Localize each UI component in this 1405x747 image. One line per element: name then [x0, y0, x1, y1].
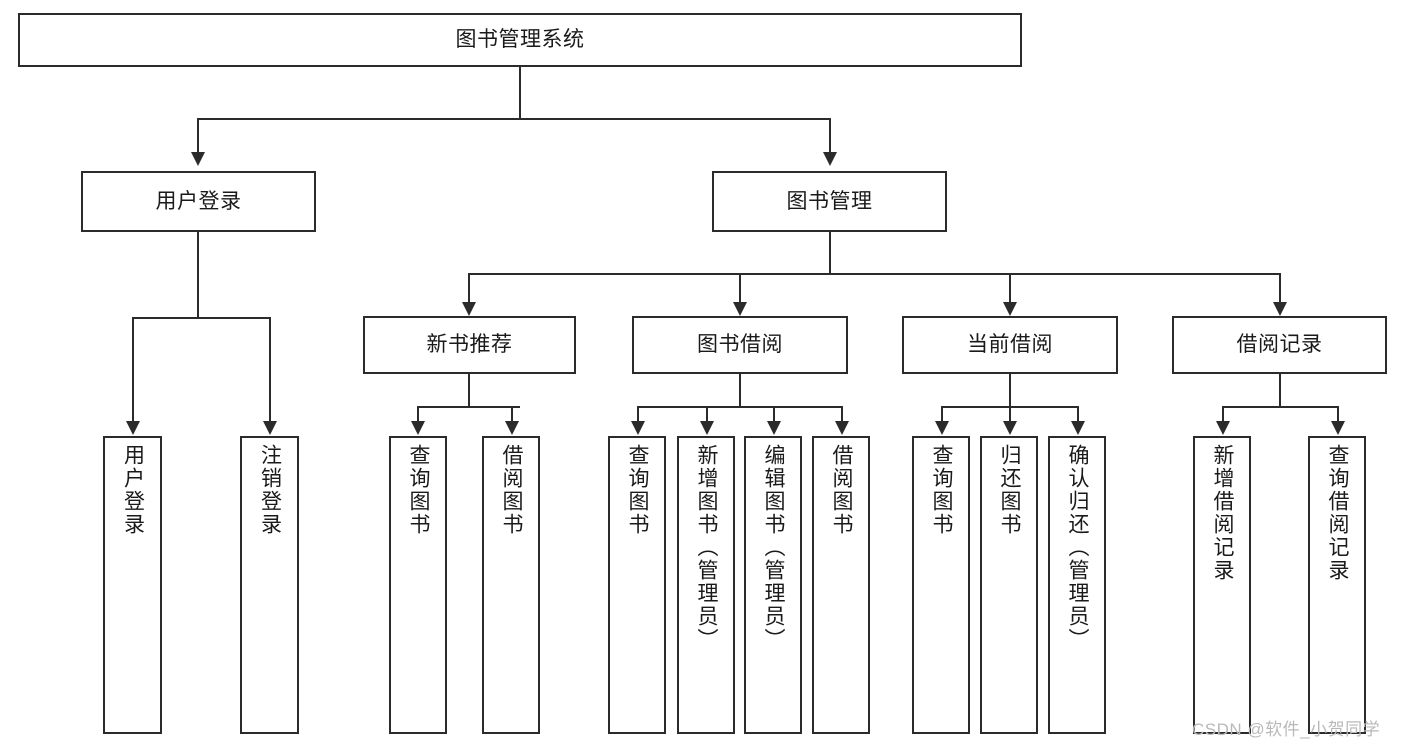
arrow-br-to-leaf2	[1331, 421, 1345, 435]
edge-root-down	[519, 67, 521, 119]
leaf-query-book-3[interactable]: 查询图书	[912, 436, 970, 734]
leaf-edit-book-label: 编辑图书（管理员）	[762, 444, 785, 651]
leaf-return-book[interactable]: 归还图书	[980, 436, 1038, 734]
leaf-add-book-label: 新增图书（管理员）	[695, 444, 718, 651]
edge-user-login-to-leaf2	[269, 317, 271, 422]
node-book-borrow-label: 图书借阅	[697, 333, 783, 357]
edge-book-manage-down	[829, 232, 831, 274]
edge-nbr-down	[468, 374, 470, 407]
edge-br-to-leaf1	[1222, 406, 1224, 422]
arrow-bb-to-leaf3	[767, 421, 781, 435]
arrow-bm-to-borrow-record	[1273, 302, 1287, 316]
edge-root-to-user-login	[197, 118, 199, 152]
arrow-bm-to-current-borrow	[1003, 302, 1017, 316]
arrow-user-login-to-leaf1	[126, 421, 140, 435]
edge-bb-down	[739, 374, 741, 407]
arrow-br-to-leaf1	[1216, 421, 1230, 435]
node-user-login[interactable]: 用户登录	[81, 171, 316, 232]
leaf-user-login[interactable]: 用户登录	[103, 436, 162, 734]
edge-br-to-leaf2	[1337, 406, 1339, 422]
node-current-borrow-label: 当前借阅	[967, 333, 1053, 357]
leaf-borrow-book-2[interactable]: 借阅图书	[812, 436, 870, 734]
leaf-borrow-book-1[interactable]: 借阅图书	[482, 436, 540, 734]
leaf-logout-label: 注销登录	[258, 444, 282, 536]
node-current-borrow[interactable]: 当前借阅	[902, 316, 1118, 374]
arrow-root-to-book-manage	[823, 152, 837, 166]
arrow-nbr-to-leaf2	[505, 421, 519, 435]
node-new-book-rec-label: 新书推荐	[426, 333, 513, 357]
edge-cb-to-leaf1	[941, 406, 943, 422]
edge-root-to-book-manage	[829, 118, 831, 152]
csdn-watermark: CSDN @软件_小贺同学	[1192, 720, 1381, 739]
node-book-manage[interactable]: 图书管理	[712, 171, 947, 232]
edge-br-bus	[1222, 406, 1338, 408]
leaf-confirm-return-label: 确认归还（管理员）	[1066, 444, 1089, 651]
arrow-bm-to-new-book-rec	[462, 302, 476, 316]
leaf-return-book-label: 归还图书	[998, 444, 1021, 536]
leaf-edit-book[interactable]: 编辑图书（管理员）	[744, 436, 802, 734]
edge-nbr-to-leaf1	[417, 406, 419, 422]
arrow-root-to-user-login	[191, 152, 205, 166]
edge-user-login-bus	[132, 317, 270, 319]
edge-bb-to-leaf2	[706, 406, 708, 422]
edge-nbr-bus	[417, 406, 520, 408]
node-book-manage-label: 图书管理	[786, 189, 873, 213]
leaf-user-login-label: 用户登录	[121, 444, 145, 536]
edge-cb-down	[1009, 374, 1011, 407]
edge-user-login-down	[197, 232, 199, 318]
leaf-borrow-book-1-label: 借阅图书	[500, 444, 523, 536]
edge-br-down	[1279, 374, 1281, 407]
leaf-query-book-1[interactable]: 查询图书	[389, 436, 447, 734]
node-borrow-record[interactable]: 借阅记录	[1172, 316, 1387, 374]
leaf-query-book-1-label: 查询图书	[407, 444, 430, 536]
leaf-logout[interactable]: 注销登录	[240, 436, 299, 734]
arrow-bb-to-leaf1	[631, 421, 645, 435]
arrow-cb-to-leaf3	[1071, 421, 1085, 435]
edge-user-login-to-leaf1	[132, 317, 134, 422]
arrow-nbr-to-leaf1	[411, 421, 425, 435]
edge-bm-to-book-borrow	[739, 273, 741, 303]
node-user-login-label: 用户登录	[155, 189, 242, 213]
edge-root-bus	[197, 118, 831, 120]
arrow-bb-to-leaf2	[700, 421, 714, 435]
edge-bm-to-new-book-rec	[468, 273, 470, 303]
edge-nbr-to-leaf2	[511, 406, 513, 422]
arrow-cb-to-leaf2	[1003, 421, 1017, 435]
arrow-bm-to-book-borrow	[733, 302, 747, 316]
edge-book-manage-bus	[468, 273, 1280, 275]
node-book-borrow[interactable]: 图书借阅	[632, 316, 848, 374]
leaf-borrow-book-2-label: 借阅图书	[830, 444, 853, 536]
edge-cb-to-leaf3	[1077, 406, 1079, 422]
node-borrow-record-label: 借阅记录	[1236, 333, 1323, 357]
edge-cb-to-leaf2	[1009, 406, 1011, 422]
edge-bb-to-leaf4	[841, 406, 843, 422]
leaf-query-record[interactable]: 查询借阅记录	[1308, 436, 1366, 734]
edge-bb-to-leaf3	[773, 406, 775, 422]
node-new-book-rec[interactable]: 新书推荐	[363, 316, 576, 374]
edge-bb-bus	[637, 406, 843, 408]
leaf-add-book[interactable]: 新增图书（管理员）	[677, 436, 735, 734]
arrow-bb-to-leaf4	[835, 421, 849, 435]
leaf-query-book-3-label: 查询图书	[930, 444, 953, 536]
node-root-label: 图书管理系统	[455, 28, 585, 52]
leaf-query-book-2[interactable]: 查询图书	[608, 436, 666, 734]
leaf-query-book-2-label: 查询图书	[626, 444, 649, 536]
node-root[interactable]: 图书管理系统	[18, 13, 1022, 67]
arrow-user-login-to-leaf2	[263, 421, 277, 435]
arrow-cb-to-leaf1	[935, 421, 949, 435]
edge-bb-to-leaf1	[637, 406, 639, 422]
leaf-confirm-return[interactable]: 确认归还（管理员）	[1048, 436, 1106, 734]
leaf-query-record-label: 查询借阅记录	[1326, 444, 1349, 582]
leaf-add-record-label: 新增借阅记录	[1211, 444, 1234, 582]
edge-bm-to-current-borrow	[1009, 273, 1011, 303]
edge-bm-to-borrow-record	[1279, 273, 1281, 303]
leaf-add-record[interactable]: 新增借阅记录	[1193, 436, 1251, 734]
